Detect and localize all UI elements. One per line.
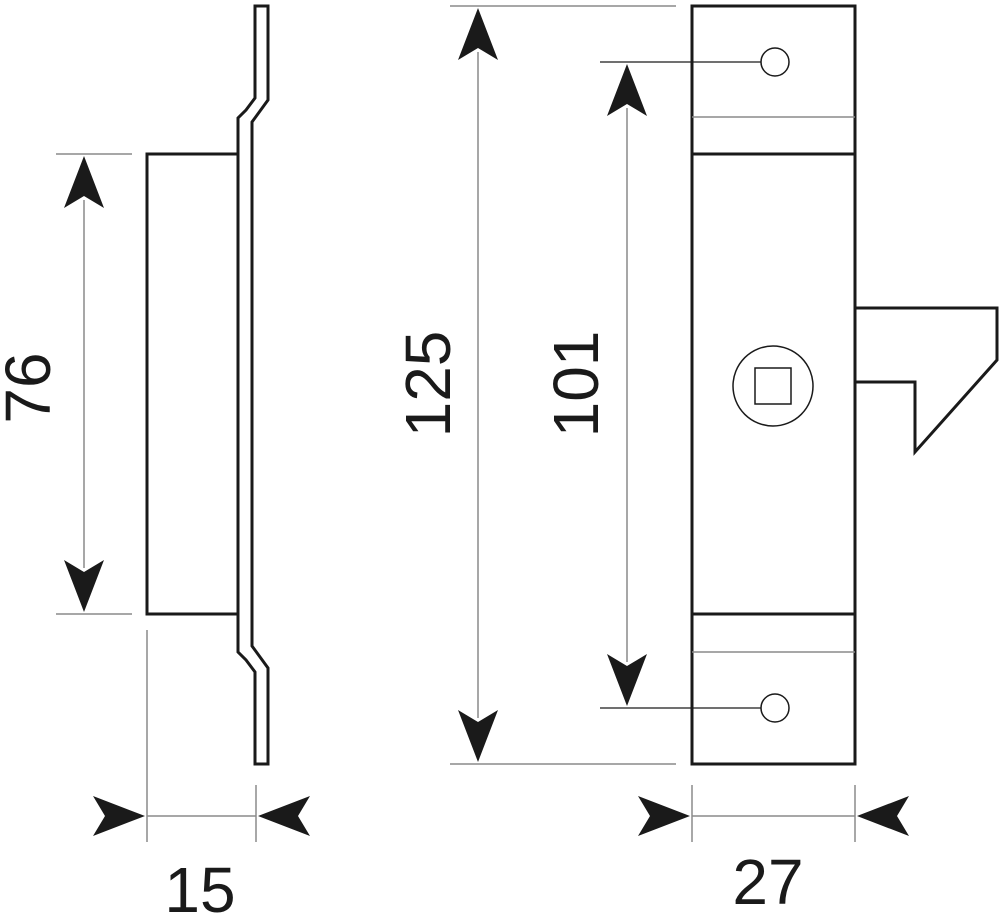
dimension-label-27: 27 — [732, 846, 803, 918]
latch-hook — [853, 306, 999, 456]
arrowhead-15-right — [258, 796, 310, 836]
side-view-body — [145, 152, 241, 616]
arrowhead-27-right — [857, 796, 909, 836]
arrowhead-76-top — [64, 156, 104, 208]
arrowhead-15-left — [93, 796, 145, 836]
side-view-mounting-plate — [236, 4, 270, 766]
arrowhead-27-left — [638, 796, 690, 836]
arrowhead-125-bottom — [458, 710, 498, 762]
dimension-label-76: 76 — [0, 352, 64, 423]
front-view: 125 101 27 — [392, 4, 999, 918]
square-spindle-hole-icon — [754, 367, 792, 405]
dimension-label-125: 125 — [392, 331, 464, 438]
arrowhead-101-top — [607, 64, 647, 116]
upper-mounting-hole-icon — [760, 47, 790, 77]
dimension-label-101: 101 — [540, 331, 612, 438]
side-view: 76 15 — [0, 4, 310, 920]
lower-mounting-hole-icon — [760, 693, 790, 723]
arrowhead-125-top — [458, 8, 498, 60]
dimension-label-15: 15 — [164, 854, 235, 920]
arrowhead-76-bottom — [64, 560, 104, 612]
arrowhead-101-bottom — [607, 654, 647, 706]
